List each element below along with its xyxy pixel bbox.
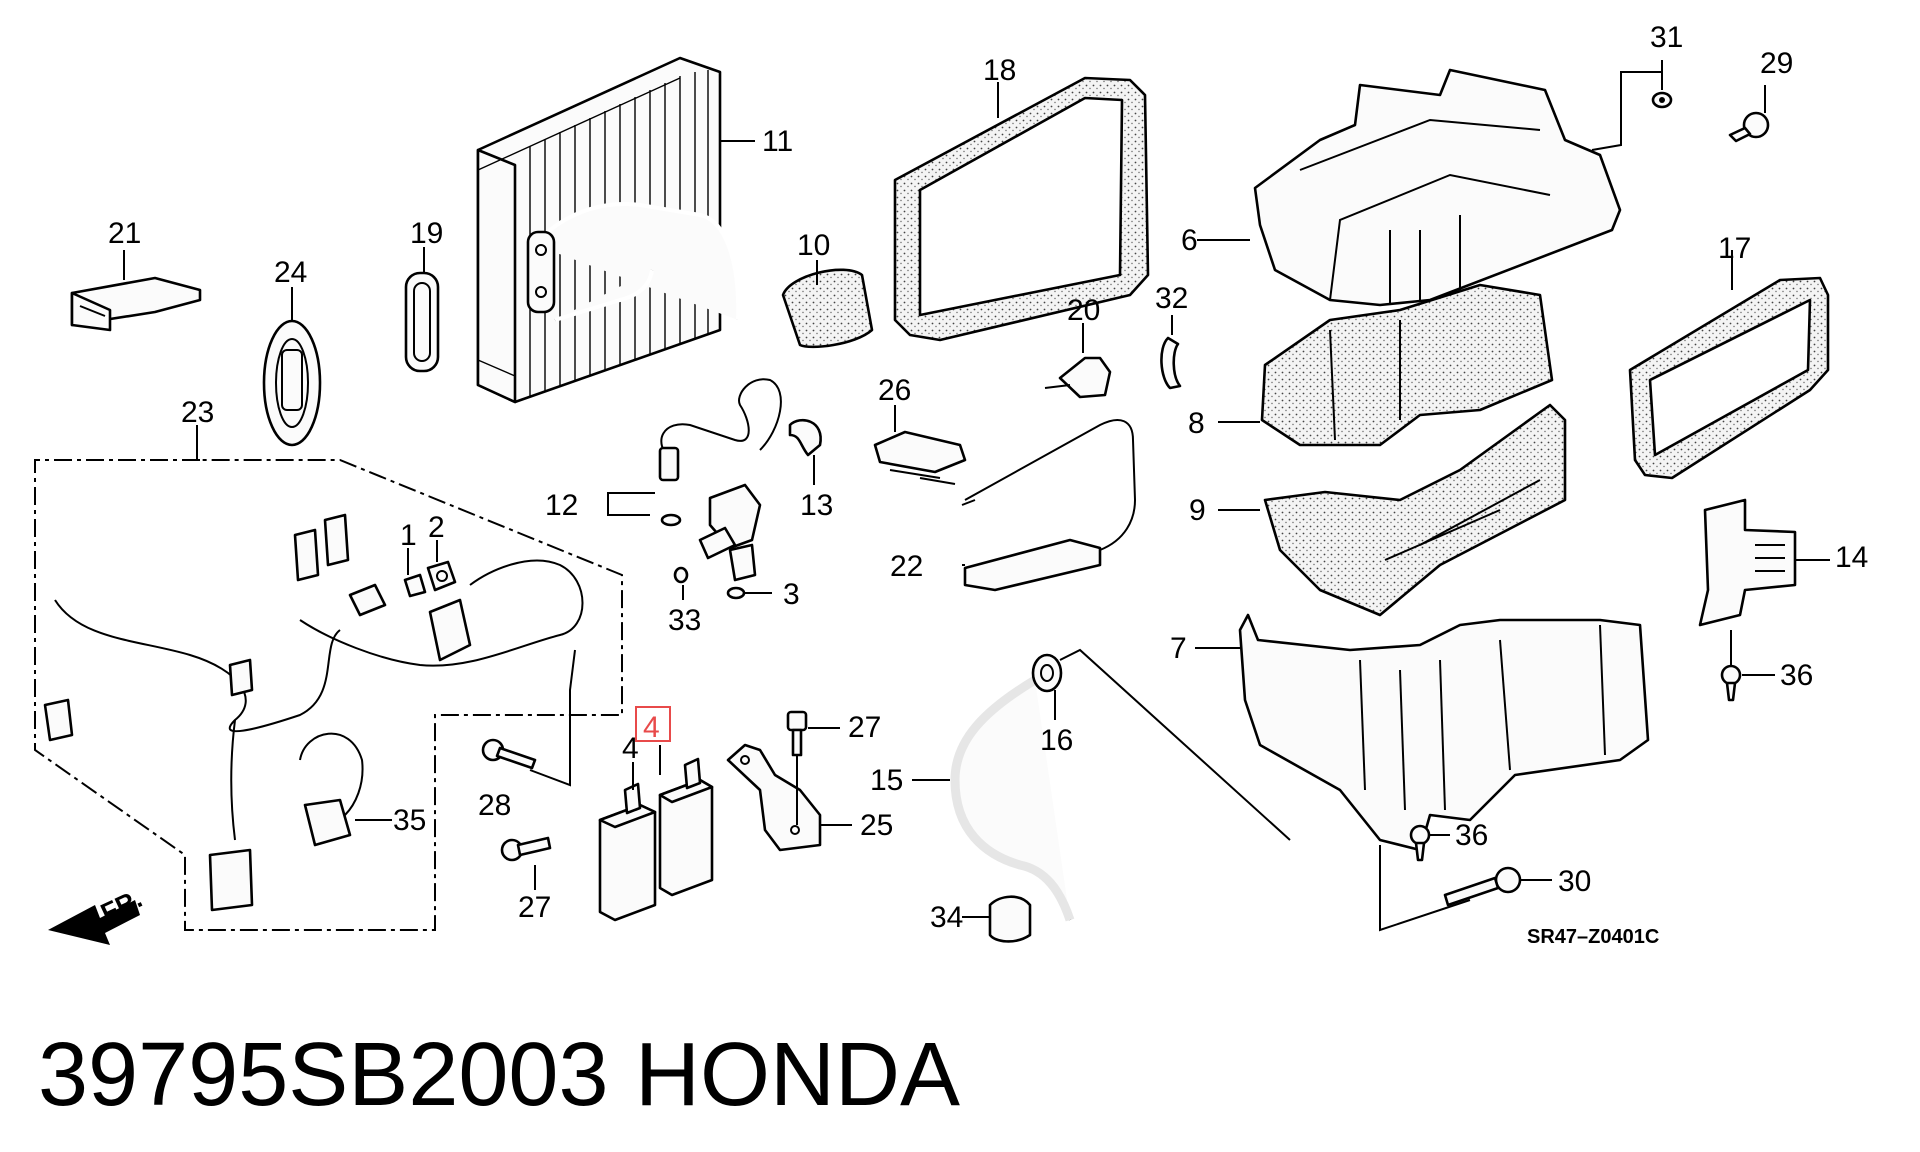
diagram-code: SR47–Z0401C [1527,926,1659,948]
nut-31[interactable] [1651,91,1673,109]
evaporator-core[interactable] [476,56,741,404]
callout-24: 24 [274,256,307,289]
harness-clip[interactable] [873,430,967,485]
clip-1[interactable] [403,573,427,598]
side-bracket-14[interactable] [1698,498,1797,627]
thermistor[interactable] [1044,356,1112,399]
callout-2: 2 [428,511,445,544]
callout-14: 14 [1835,541,1868,574]
callout-32: 32 [1155,282,1188,315]
callout-17: 17 [1718,232,1751,265]
callout-11: 11 [762,125,793,158]
brand-name: HONDA [635,1025,960,1125]
part-number: 39795SB2003 [38,1025,609,1125]
callout-19: 19 [410,217,443,250]
relay-left[interactable] [598,782,657,922]
callout-30: 30 [1558,865,1591,898]
sensor-connector[interactable] [961,419,1137,592]
harness-strap[interactable] [299,732,364,847]
callout-15: 15 [870,764,903,797]
callout-35: 35 [393,804,426,837]
callout-34: 34 [930,901,963,934]
wiring-harness[interactable] [34,459,623,931]
hose-grommet[interactable] [1031,653,1063,693]
callout-18: 18 [983,54,1016,87]
callout-36-right: 36 [1780,659,1813,692]
bracket[interactable] [726,743,822,852]
callout-21: 21 [108,217,141,250]
callout-20: 20 [1067,294,1100,327]
screw-36-right[interactable] [1720,664,1742,702]
screw-36-lower[interactable] [1409,824,1431,862]
relay-right[interactable] [658,757,714,897]
screw-30[interactable] [1443,866,1522,907]
grommet[interactable] [262,319,322,447]
heater-core-8[interactable] [1260,283,1554,447]
callout-27-upper: 27 [848,711,881,744]
blower-case-7[interactable] [1238,613,1650,852]
upper-case-6[interactable] [1253,68,1622,307]
callout-13: 13 [800,489,833,522]
callout-29: 29 [1760,47,1793,80]
callout-4-highlighted[interactable]: 4 [643,711,660,744]
callout-10: 10 [797,229,830,262]
callout-22: 22 [890,550,923,583]
callout-36-lower: 36 [1455,819,1488,852]
drain-hose[interactable] [950,676,1075,922]
gasket-frame-right[interactable] [1628,276,1830,480]
callout-8: 8 [1188,407,1205,440]
callout-31: 31 [1650,21,1683,54]
foam-seal[interactable] [781,268,874,349]
highlight-box [635,706,671,742]
front-arrow-icon [48,900,140,945]
callout-26: 26 [878,374,911,407]
callout-28: 28 [478,789,511,822]
callout-27-lower: 27 [518,891,551,924]
seal-ring[interactable] [404,271,440,373]
callout-23: 23 [181,396,214,429]
callout-4: 4 [622,732,639,765]
bolt-27-upper[interactable] [786,710,808,757]
callout-9: 9 [1189,494,1206,527]
callout-labels: 1 2 3 4 4 6 7 8 9 10 11 12 13 14 15 16 1… [108,21,1868,934]
callout-6: 6 [1181,224,1198,257]
callout-1: 1 [400,519,417,552]
grommet-2[interactable] [426,560,457,592]
bolt-27-lower[interactable] [500,836,552,862]
callout-3: 3 [783,578,800,611]
connector-clip[interactable] [70,276,202,332]
callout-33: 33 [668,604,701,637]
callout-16: 16 [1040,724,1073,757]
clip-13[interactable] [788,418,822,457]
callout-12: 12 [545,489,578,522]
expansion-valve[interactable] [658,378,782,600]
lower-tray-9[interactable] [1263,403,1567,617]
callout-25: 25 [860,809,893,842]
hose-clamp[interactable] [988,895,1032,943]
bolt-28[interactable] [481,738,537,770]
screw-29[interactable] [1728,111,1770,143]
gasket-frame-upper[interactable] [893,76,1150,342]
clip-32[interactable] [1160,336,1182,390]
callout-7: 7 [1170,632,1187,665]
